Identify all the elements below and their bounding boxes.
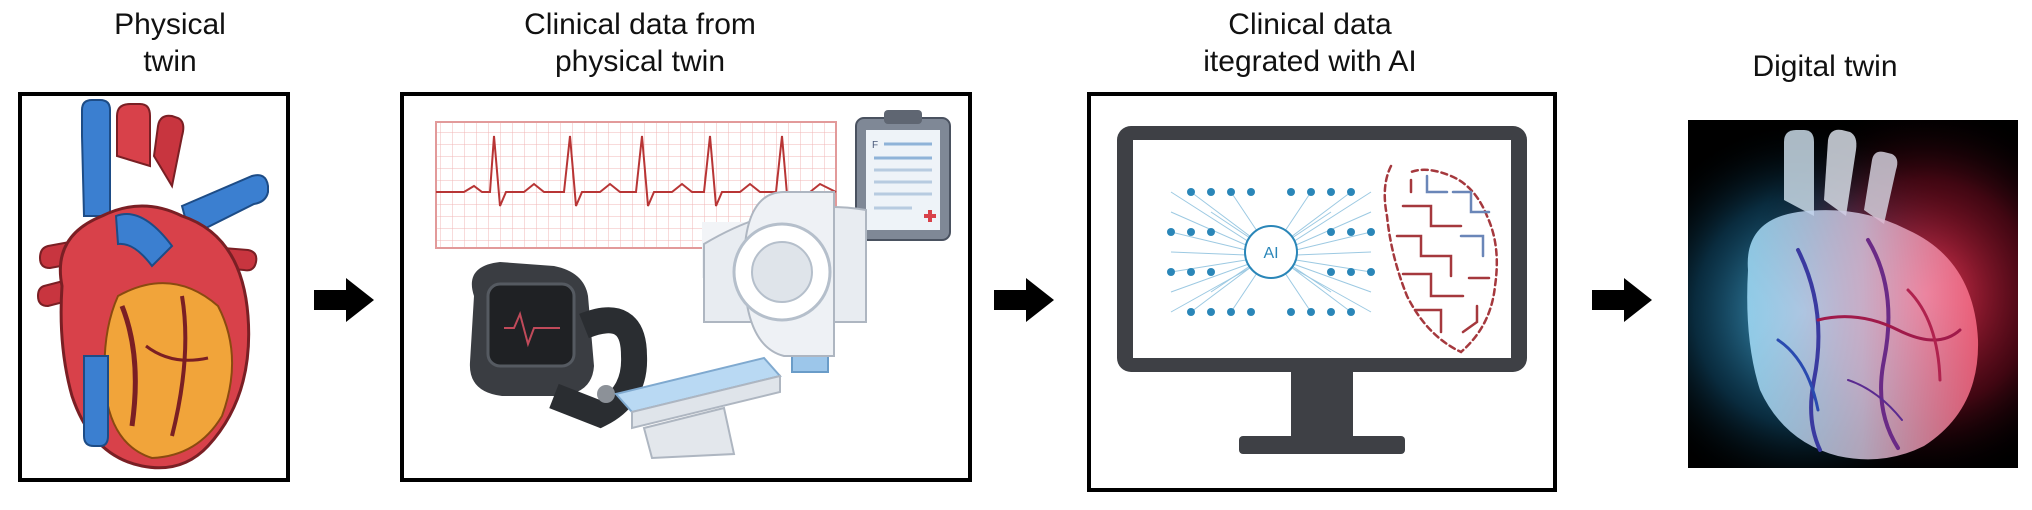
physical-twin-title-line-2: twin [143, 45, 197, 78]
physical-twin-title: Physical twin [60, 6, 280, 80]
ai-integration-title-line-2: itegrated with AI [1203, 45, 1417, 78]
right-arrow-icon [994, 278, 1054, 322]
ct-scanner-icon [614, 191, 867, 460]
svg-text:F: F [872, 140, 878, 151]
clinical-data-title-line-1: Clinical data from [524, 8, 756, 41]
digital-twin-panel [1688, 120, 2018, 468]
digital-twin-title-line-1: Digital twin [1752, 50, 1898, 83]
clinical-data-panel: F [400, 92, 972, 482]
smartwatch-icon [469, 262, 648, 429]
clinical-data-title-line-2: physical twin [554, 45, 726, 78]
right-arrow-icon [314, 278, 374, 322]
network-node-label: AI [1263, 245, 1278, 262]
ecg-strip-icon [435, 121, 837, 249]
ai-integration-panel: AI [1087, 92, 1557, 492]
circuit-heart-icon [1383, 164, 1499, 354]
clinical-data-scene: F [435, 110, 951, 460]
digital-heart-icon [1688, 120, 2018, 468]
right-arrow-icon [1592, 278, 1652, 322]
clinical-data-title: Clinical data from physical twin [470, 6, 810, 80]
monitor-icon: AI [1117, 126, 1527, 454]
ai-integration-title-line-1: Clinical data [1228, 8, 1392, 41]
ai-integration-title: Clinical data itegrated with AI [1160, 6, 1460, 80]
physical-twin-panel [18, 92, 290, 482]
digital-twin-title: Digital twin [1705, 48, 1945, 85]
neural-network-icon: AI [1167, 188, 1375, 316]
clipboard-icon: F [855, 110, 951, 241]
physical-twin-title-line-1: Physical [114, 8, 226, 41]
anatomical-heart-icon [36, 99, 269, 470]
